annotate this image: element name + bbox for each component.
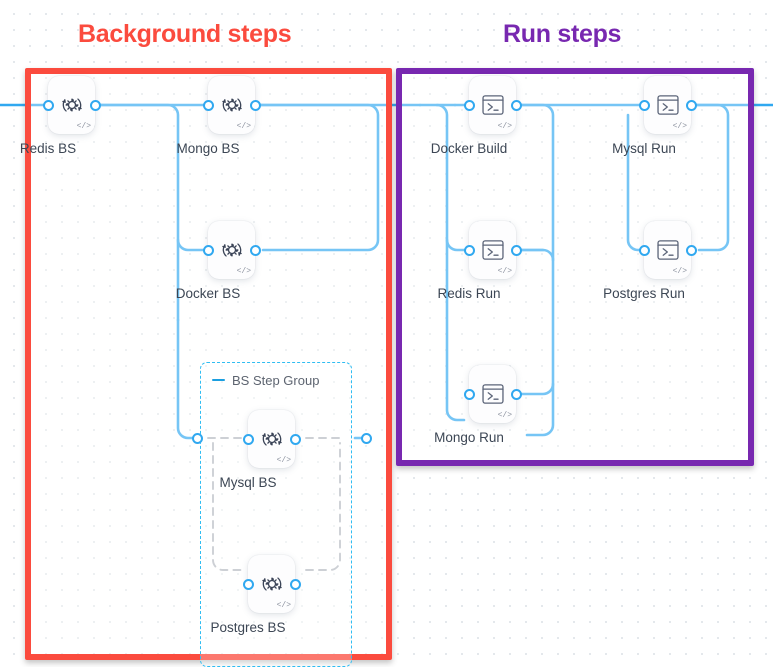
node-card[interactable]: </>	[469, 76, 516, 134]
code-icon[interactable]: </>	[276, 456, 291, 465]
step-group-input-port[interactable]	[191, 432, 203, 444]
step-group-label: BS Step Group	[232, 372, 320, 388]
service-gear-icon	[258, 425, 286, 453]
code-icon[interactable]: </>	[236, 267, 251, 276]
output-port[interactable]	[685, 99, 697, 111]
terminal-icon	[479, 237, 507, 263]
input-port[interactable]	[202, 99, 214, 111]
section-title-run-steps: Run steps	[503, 20, 622, 48]
minus-icon[interactable]	[212, 378, 225, 382]
node-label: Mongo Run	[434, 430, 504, 445]
input-port[interactable]	[242, 578, 254, 590]
node-label: Docker Build	[430, 141, 508, 156]
node-label: Postgres Run	[603, 286, 685, 301]
terminal-icon	[654, 92, 682, 118]
node-card[interactable]: </>	[208, 76, 255, 134]
node-label: Mysql BS	[219, 475, 277, 490]
node-card[interactable]: </>	[248, 410, 295, 468]
code-icon[interactable]: </>	[672, 122, 687, 131]
step-group-header[interactable]: BS Step Group	[200, 370, 352, 390]
node-label: Mongo BS	[176, 141, 240, 156]
output-port[interactable]	[289, 578, 301, 590]
step-group-output-port[interactable]	[360, 432, 372, 444]
input-port[interactable]	[463, 388, 475, 400]
node-card[interactable]: </>	[469, 365, 516, 423]
input-port[interactable]	[463, 99, 475, 111]
input-port[interactable]	[242, 433, 254, 445]
node-card[interactable]: </>	[48, 76, 95, 134]
output-port[interactable]	[289, 433, 301, 445]
output-port[interactable]	[685, 244, 697, 256]
service-gear-icon	[258, 570, 286, 598]
node-card[interactable]: </>	[208, 221, 255, 279]
input-port[interactable]	[202, 244, 214, 256]
service-gear-icon	[218, 91, 246, 119]
input-port[interactable]	[638, 99, 650, 111]
code-icon[interactable]: </>	[236, 122, 251, 131]
code-icon[interactable]: </>	[497, 267, 512, 276]
terminal-icon	[654, 237, 682, 263]
node-label: Mysql Run	[612, 141, 676, 156]
output-port[interactable]	[249, 99, 261, 111]
input-port[interactable]	[463, 244, 475, 256]
node-label: Postgres BS	[210, 620, 286, 635]
node-label: Redis BS	[19, 141, 77, 156]
node-card[interactable]: </>	[248, 555, 295, 613]
section-frame-background-steps[interactable]	[25, 68, 392, 660]
node-label: Redis Run	[437, 286, 501, 301]
code-icon[interactable]: </>	[497, 411, 512, 420]
output-port[interactable]	[510, 244, 522, 256]
section-frame-run-steps[interactable]	[396, 68, 754, 466]
code-icon[interactable]: </>	[497, 122, 512, 131]
output-port[interactable]	[510, 388, 522, 400]
section-title-background-steps: Background steps	[78, 20, 292, 48]
terminal-icon	[479, 92, 507, 118]
input-port[interactable]	[42, 99, 54, 111]
node-card[interactable]: </>	[644, 76, 691, 134]
code-icon[interactable]: </>	[76, 122, 91, 131]
output-port[interactable]	[510, 99, 522, 111]
node-label: Docker BS	[175, 286, 241, 301]
input-port[interactable]	[638, 244, 650, 256]
service-gear-icon	[218, 236, 246, 264]
output-port[interactable]	[249, 244, 261, 256]
node-card[interactable]: </>	[644, 221, 691, 279]
output-port[interactable]	[89, 99, 101, 111]
terminal-icon	[479, 381, 507, 407]
service-gear-icon	[58, 91, 86, 119]
code-icon[interactable]: </>	[672, 267, 687, 276]
code-icon[interactable]: </>	[276, 601, 291, 610]
node-card[interactable]: </>	[469, 221, 516, 279]
